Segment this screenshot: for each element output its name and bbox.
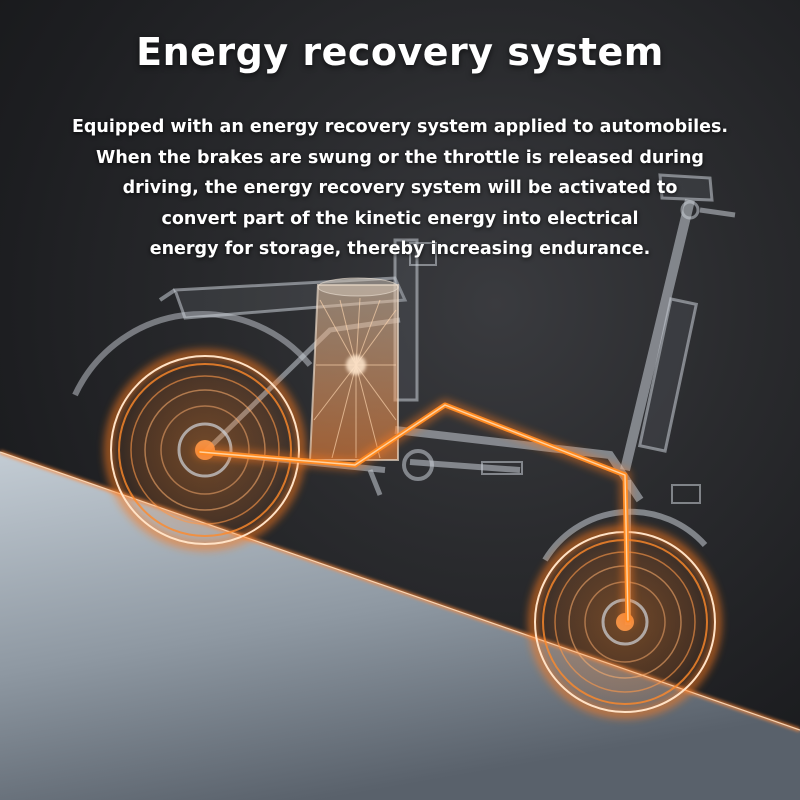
description-line: When the brakes are swung or the throttl… <box>96 147 704 168</box>
description-line: Equipped with an energy recovery system … <box>71 117 729 137</box>
headline: Energy recovery system <box>136 30 664 74</box>
orange-energy-flow-icon <box>194 399 634 626</box>
description: Equipped with an energy recovery system … <box>60 112 740 265</box>
battery-pack-icon <box>308 277 399 461</box>
description-line: convert part of the kinetic energy into … <box>161 208 639 229</box>
description-line: energy for storage, thereby increasing e… <box>149 239 651 259</box>
description-line: driving, the energy recovery system will… <box>122 178 678 198</box>
